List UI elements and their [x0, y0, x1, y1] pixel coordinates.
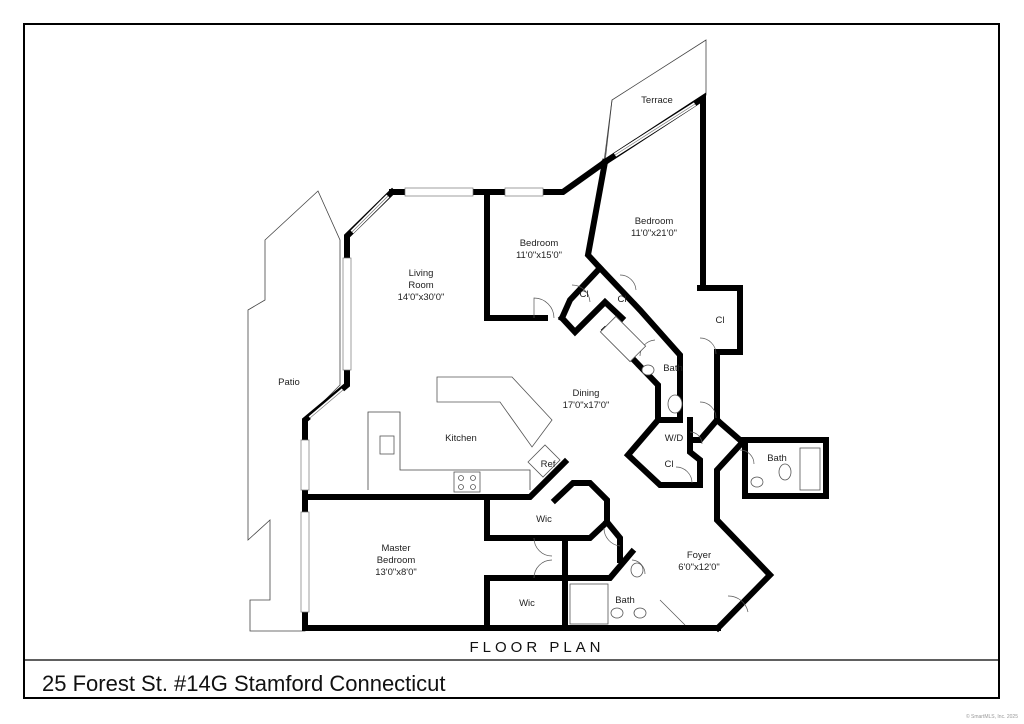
foyer-size: 6'0"x12'0": [678, 562, 720, 573]
cl4-label: Cl: [665, 459, 674, 470]
door-swing: [699, 337, 717, 355]
window-nw-frame: [351, 195, 389, 233]
plan-title: FLOOR PLAN: [469, 639, 604, 656]
closet-east: [697, 285, 829, 499]
kitchen-island: [436, 376, 553, 448]
window-north-living: [404, 187, 474, 197]
door-swing: [533, 297, 555, 319]
terrace-wall: [600, 92, 706, 291]
window-west-1: [342, 257, 352, 371]
bathtub: [569, 583, 609, 625]
window-west-2: [300, 439, 310, 491]
bath2-label: Bath: [767, 453, 787, 464]
sink: [750, 476, 764, 488]
door-swing: [533, 559, 553, 579]
window-sw-frame: [309, 389, 344, 419]
sink: [633, 607, 647, 619]
door-swing: [727, 595, 749, 613]
sheet-border: [23, 23, 1000, 699]
terrace-outline: [562, 39, 707, 191]
door-swing: [603, 527, 621, 547]
door-swing: [533, 537, 553, 557]
core-wall-4: [623, 415, 703, 488]
bedroom1-label: Bedroom: [520, 238, 559, 249]
door-swing: [619, 274, 637, 291]
terrace-label: Terrace: [641, 95, 673, 106]
kitchen-label: Kitchen: [445, 433, 477, 444]
stove-burner: [470, 484, 476, 490]
floor-plan-drawing: [247, 39, 829, 633]
window-north-bedroom: [504, 187, 544, 197]
core-wall-5: [687, 417, 703, 488]
door-swing: [689, 431, 703, 445]
bath3-label: Bath: [615, 595, 635, 606]
wd-label: W/D: [665, 433, 684, 444]
foyer-wall: [687, 415, 722, 443]
refrigerator: [527, 444, 561, 478]
wic1-wall: [484, 480, 610, 541]
door-swing: [571, 284, 591, 303]
stove-burner: [470, 475, 476, 481]
dining-label: Dining: [573, 388, 600, 399]
patio-outline: [247, 190, 341, 632]
address-line: 25 Forest St. #14G Stamford Connecticut: [42, 671, 446, 696]
core-wall-2: [595, 263, 683, 423]
cl1-label: Cl: [580, 289, 589, 300]
kitchen-sink: [379, 435, 395, 455]
master-label-1: Master: [381, 543, 410, 554]
master-label-2: Bedroom: [377, 555, 416, 566]
toilet: [778, 463, 792, 481]
sink: [641, 364, 655, 376]
wic1-label: Wic: [536, 514, 552, 525]
door-swing: [675, 466, 693, 484]
core-wall-1: [557, 297, 627, 337]
master-north-wall: [302, 457, 570, 500]
bedroom1-size: 11'0"x15'0": [516, 250, 562, 261]
toilet: [630, 562, 644, 578]
master-size: 13'0"x8'0": [375, 567, 417, 578]
living-label-2: Room: [408, 280, 433, 291]
cl2-label: Cl: [618, 294, 627, 305]
bathtub: [799, 447, 821, 491]
stove-burner: [458, 475, 464, 481]
cl3-label: Cl: [716, 315, 725, 326]
window-terrace-frame: [614, 103, 696, 156]
sink: [610, 607, 624, 619]
door-swing: [699, 401, 717, 419]
kitchen-stove: [453, 471, 481, 493]
foyer-east: [713, 440, 775, 633]
window-west-3: [300, 511, 310, 613]
master-bath-north: [562, 547, 637, 581]
wic1-east: [602, 517, 623, 563]
door-swing: [739, 449, 755, 465]
bedroom2-size: 11'0"x21'0": [631, 228, 677, 239]
living-size: 14'0"x30'0": [398, 292, 445, 303]
living-label-1: Living: [409, 268, 434, 279]
toilet: [667, 394, 683, 414]
wic2-label: Wic: [519, 598, 535, 609]
kitchen-counter: [367, 411, 531, 490]
ref-label: Ref: [541, 459, 556, 470]
bedroom1-north: [484, 157, 610, 195]
door-swing: [659, 599, 686, 626]
dining-size: 17'0"x17'0": [563, 400, 610, 411]
bedroom2-label: Bedroom: [635, 216, 674, 227]
wic2-wall: [484, 575, 568, 631]
bath1-label: Bath: [663, 363, 683, 374]
patio-label: Patio: [278, 377, 300, 388]
bathtub: [599, 315, 647, 363]
foyer-label: Foyer: [687, 550, 711, 561]
terrace-rail: [603, 99, 613, 163]
stove-burner: [458, 484, 464, 490]
copyright-text: © SmartMLS, Inc. 2025: [966, 713, 1018, 720]
